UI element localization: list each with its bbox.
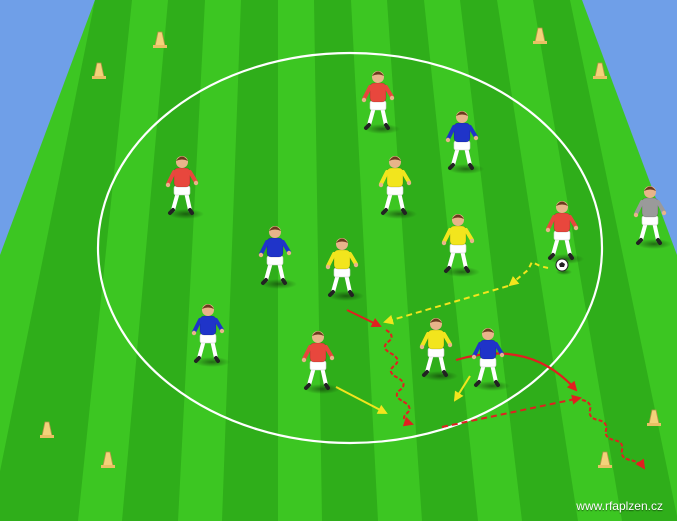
watermark: www.rfaplzen.cz (576, 499, 663, 513)
